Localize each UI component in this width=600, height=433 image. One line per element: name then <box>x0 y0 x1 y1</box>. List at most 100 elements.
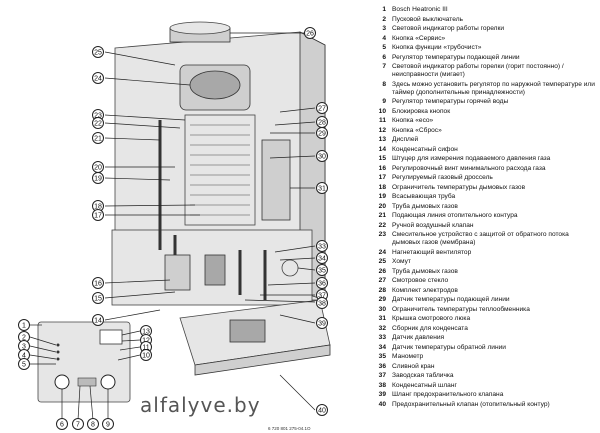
callout-31: 31 <box>316 182 328 194</box>
callout-5: 5 <box>18 358 30 370</box>
legend-number: 3 <box>382 25 386 32</box>
legend-text: Регулируемый газовый дроссель <box>392 174 493 181</box>
legend-number: 7 <box>382 63 386 70</box>
svg-text:9: 9 <box>106 422 110 429</box>
svg-text:14: 14 <box>94 318 102 325</box>
legend-text: Предохранительный клапан (отопительный к… <box>392 400 550 408</box>
svg-text:25: 25 <box>94 50 102 57</box>
legend-number: 9 <box>382 98 386 105</box>
legend-number: 10 <box>378 107 386 115</box>
callout-10: 10 <box>140 349 152 361</box>
legend-number: 17 <box>378 174 386 181</box>
svg-text:35: 35 <box>318 268 326 275</box>
legend-number: 36 <box>378 362 386 370</box>
legend-text: Кнопка «Сервис» <box>392 34 446 42</box>
legend-number: 35 <box>378 353 386 360</box>
callout-1: 1 <box>18 319 30 331</box>
svg-text:27: 27 <box>318 106 326 113</box>
legend-text: Кнопка «Сброс» <box>392 126 442 134</box>
legend-number: 21 <box>378 212 386 219</box>
legend-number: 20 <box>378 202 386 210</box>
callout-30: 30 <box>316 150 328 162</box>
legend-text: Манометр <box>392 353 424 360</box>
svg-text:37: 37 <box>318 293 326 300</box>
legend-number: 6 <box>382 53 386 61</box>
legend-number: 16 <box>378 164 386 172</box>
legend-number: 29 <box>378 296 386 303</box>
callout-21: 21 <box>92 132 104 144</box>
legend-number: 19 <box>378 193 386 200</box>
callout-22: 22 <box>92 117 104 129</box>
legend-text: Конденсатный сифон <box>392 145 458 153</box>
legend-number: 39 <box>378 391 386 398</box>
svg-text:3: 3 <box>22 344 26 351</box>
svg-text:11: 11 <box>142 345 149 352</box>
legend-text: Регулятор температуры подающей линии <box>392 53 520 61</box>
callout-33: 33 <box>316 240 328 252</box>
legend-number: 28 <box>378 286 386 294</box>
legend-text: Смесительное устройство с защитой от обр… <box>392 231 569 246</box>
gas-valve <box>164 254 226 291</box>
legend-text: Ручной воздушный клапан <box>392 221 474 229</box>
svg-text:29: 29 <box>318 131 326 138</box>
legend-text: Смотровое стекло <box>392 277 449 284</box>
callout-15: 15 <box>92 292 104 304</box>
legend-text: Труба дымовых газов <box>392 267 458 275</box>
svg-text:18: 18 <box>94 204 102 211</box>
callout-25: 25 <box>92 46 104 58</box>
callout-28: 28 <box>316 116 328 128</box>
callout-40: 40 <box>316 404 328 416</box>
svg-text:19: 19 <box>94 176 102 183</box>
legend-text: Световой индикатор работы горелки <box>392 25 505 32</box>
leader-lines <box>29 32 316 421</box>
legend-number: 34 <box>378 343 386 351</box>
legend-text: Хомут <box>392 258 411 265</box>
legend-text: Датчик температуры обратной линии <box>392 343 506 351</box>
legend-text: Световой индикатор работы горелки (горит… <box>392 63 564 78</box>
callout-29: 29 <box>316 127 328 139</box>
svg-text:39: 39 <box>318 321 326 328</box>
legend-text: Bosch Heatronic III <box>392 6 448 13</box>
svg-text:34: 34 <box>318 256 326 263</box>
svg-text:15: 15 <box>94 296 102 303</box>
legend-text: Подающая линия отопительного контура <box>392 212 518 219</box>
legend-text: Сливной кран <box>392 362 435 370</box>
callout-17: 17 <box>92 209 104 221</box>
legend-text: Датчик давления <box>392 334 445 341</box>
callout-2: 2 <box>18 331 30 343</box>
svg-text:1: 1 <box>22 323 26 330</box>
callout-20: 20 <box>92 161 104 173</box>
callout-36: 36 <box>316 277 328 289</box>
legend-text: Ограничитель температуры дымовых газов <box>392 183 526 191</box>
legend-number: 24 <box>378 248 386 256</box>
callout-9: 9 <box>102 418 114 430</box>
legend-text: Крышка смотрового люка <box>392 315 471 322</box>
svg-text:8: 8 <box>91 422 95 429</box>
callouts: 26 25 24 23 22 21 27 28 29 30 20 19 31 1… <box>18 27 328 430</box>
legend-number: 30 <box>378 305 386 313</box>
legend-text: Кнопка «eco» <box>392 117 434 124</box>
callout-27: 27 <box>316 102 328 114</box>
svg-text:13: 13 <box>142 329 150 336</box>
callout-6: 6 <box>56 418 68 430</box>
manometer-gauge <box>281 259 299 277</box>
legend-number: 26 <box>378 267 386 275</box>
svg-text:10: 10 <box>142 353 150 360</box>
legend-number: 13 <box>378 136 386 143</box>
svg-text:2: 2 <box>22 335 26 342</box>
legend-text: Регулировочный винт минимального расхода… <box>392 164 546 172</box>
legend-number: 2 <box>382 15 386 23</box>
callout-16: 16 <box>92 277 104 289</box>
watermark: alfalyve.by <box>140 393 261 417</box>
legend-text: Шланг предохранительного клапана <box>392 391 504 398</box>
legend-number: 5 <box>382 44 386 51</box>
svg-text:5: 5 <box>22 362 26 369</box>
svg-text:28: 28 <box>318 120 326 127</box>
callout-34: 34 <box>316 252 328 264</box>
svg-text:4: 4 <box>22 353 26 360</box>
svg-text:24: 24 <box>94 76 102 83</box>
callout-19: 19 <box>92 172 104 184</box>
svg-text:16: 16 <box>94 281 102 288</box>
svg-text:38: 38 <box>318 301 326 308</box>
legend-text: Здесь можно установить регулятор по нару… <box>392 80 595 96</box>
